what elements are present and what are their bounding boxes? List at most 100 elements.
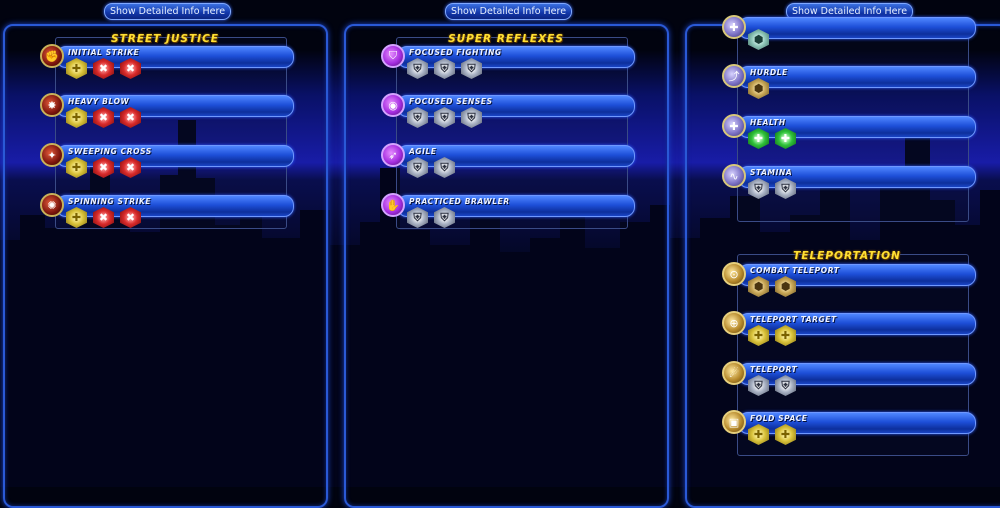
power-row[interactable]: ✸ HEAVY BLOW✚ ✖ ✖ [38, 93, 298, 128]
power-row[interactable]: ✦SWEEPING CROSS✚✖✖ [38, 143, 298, 178]
enhancement-slot-silver[interactable]: ⛨ [775, 375, 796, 396]
enhancement-slots: ⬢ [748, 78, 769, 99]
enhancement-slot-red[interactable]: ✖ [93, 207, 114, 228]
power-row[interactable]: ✋PRACTICED BRAWLER⛨⛨ [379, 193, 639, 228]
power-name: TELEPORT [750, 365, 798, 374]
teleport-icon[interactable]: ☄ [722, 361, 746, 385]
enhancement-slot-silver[interactable]: ⛨ [434, 157, 455, 178]
powerset-title: SUPER REFLEXES [448, 33, 564, 45]
enhancement-slot-red[interactable]: ✖ [120, 58, 141, 79]
powerset-title: STREET JUSTICE [111, 33, 219, 45]
enhancement-slot-silver[interactable]: ⛨ [434, 207, 455, 228]
brawler-icon[interactable]: ✋ [381, 193, 405, 217]
power-name: SPINNING STRIKE [68, 197, 152, 206]
enhancement-slot-silver[interactable]: ⛨ [407, 107, 428, 128]
enhancement-slot-green[interactable]: ✚ [748, 128, 769, 149]
shield-icon[interactable]: ⛉ [381, 44, 405, 68]
fold-space-icon[interactable]: ▣ [722, 410, 746, 434]
powerset-title: TELEPORTATION [793, 250, 901, 262]
enhancement-slot-yellow[interactable]: ✚ [66, 107, 87, 128]
power-name: TELEPORT TARGET [750, 315, 837, 324]
enhancement-slot-yellow[interactable]: ✚ [775, 424, 796, 445]
enhancement-slots: ✚✚ [748, 325, 796, 346]
impact-icon[interactable]: ✸ [40, 93, 64, 117]
fist-icon[interactable]: ✊ [40, 44, 64, 68]
sweep-icon[interactable]: ✦ [40, 143, 64, 167]
enhancement-slot-yellow[interactable]: ✚ [748, 424, 769, 445]
enhancement-slot-red[interactable]: ✖ [93, 58, 114, 79]
enhancement-slot-silver[interactable]: ⛨ [407, 207, 428, 228]
fitness-icon[interactable]: ✚ [722, 15, 746, 39]
enhancement-slot-red[interactable]: ✖ [93, 107, 114, 128]
enhancement-slots: ✚ ✖ ✖ [66, 107, 141, 128]
enhancement-slots: ✚ ✖ ✖ [66, 157, 141, 178]
enhancement-slot-silver[interactable]: ⛨ [434, 58, 455, 79]
power-name: HEALTH [750, 118, 786, 127]
enhancement-slot-silver[interactable]: ⛨ [775, 178, 796, 199]
power-row[interactable]: ✊INITIAL STRIKE✚✖✖ [38, 44, 298, 79]
spin-icon[interactable]: ✺ [40, 193, 64, 217]
power-row[interactable]: ☄TELEPORT⛨⛨ [720, 361, 980, 396]
enhancement-slot-silver[interactable]: ⛨ [748, 178, 769, 199]
dodge-icon[interactable]: ➶ [381, 143, 405, 167]
power-row[interactable]: ➶AGILE⛨⛨ [379, 143, 639, 178]
power-name: STAMINA [750, 168, 793, 177]
enhancement-slots: ⛨⛨ [407, 157, 455, 178]
enhancement-slot-green[interactable]: ✚ [775, 128, 796, 149]
enhancement-slots: ⬢ [748, 29, 769, 50]
power-row[interactable]: ⤴ HURDLE⬢ [720, 64, 980, 99]
enhancement-slot-silver[interactable]: ⛨ [434, 107, 455, 128]
enhancement-slot-silver[interactable]: ⛨ [748, 375, 769, 396]
enhancement-slot-red[interactable]: ✖ [120, 107, 141, 128]
power-row[interactable]: ◉ FOCUSED SENSES⛨ ⛨ ⛨ [379, 93, 639, 128]
enhancement-slot-yellow[interactable]: ✚ [748, 325, 769, 346]
teleport-target-icon[interactable]: ⊕ [722, 311, 746, 335]
power-name: AGILE [409, 147, 437, 156]
enhancement-slot-gold[interactable]: ⬢ [775, 276, 796, 297]
power-name: HURDLE [750, 68, 788, 77]
enhancement-slot-gold[interactable]: ⬢ [748, 276, 769, 297]
enhancement-slot-red[interactable]: ✖ [120, 157, 141, 178]
enhancement-slots: ✚ ✖ ✖ [66, 207, 141, 228]
power-row[interactable]: ✚⬢ [720, 15, 980, 50]
enhancement-slot-yellow[interactable]: ✚ [66, 157, 87, 178]
show-detailed-info-button[interactable]: Show Detailed Info Here [104, 3, 232, 20]
enhancement-slots: ✚✚ [748, 424, 796, 445]
enhancement-slot-silver[interactable]: ⛨ [461, 107, 482, 128]
enhancement-slots: ⛨ ⛨ ⛨ [407, 58, 482, 79]
enhancement-slots: ✚✚ [748, 128, 796, 149]
power-row[interactable]: ▣FOLD SPACE✚✚ [720, 410, 980, 445]
power-bar[interactable] [738, 17, 976, 39]
power-name: FOCUSED SENSES [409, 97, 493, 106]
power-row[interactable]: ∿STAMINA⛨⛨ [720, 164, 980, 199]
power-name: HEAVY BLOW [68, 97, 130, 106]
eye-icon[interactable]: ◉ [381, 93, 405, 117]
enhancement-slot-teal[interactable]: ⬢ [748, 29, 769, 50]
enhancement-slots: ⛨⛨ [748, 178, 796, 199]
enhancement-slots: ⬢⬢ [748, 276, 796, 297]
enhancement-slot-yellow[interactable]: ✚ [775, 325, 796, 346]
show-detailed-info-button[interactable]: Show Detailed Info Here [445, 3, 573, 20]
enhancement-slot-yellow[interactable]: ✚ [66, 207, 87, 228]
enhancement-slot-silver[interactable]: ⛨ [407, 157, 428, 178]
enhancement-slot-silver[interactable]: ⛨ [461, 58, 482, 79]
power-name: COMBAT TELEPORT [750, 266, 840, 275]
health-icon[interactable]: ✚ [722, 114, 746, 138]
enhancement-slot-gold[interactable]: ⬢ [748, 78, 769, 99]
power-row[interactable]: ⊙COMBAT TELEPORT⬢⬢ [720, 262, 980, 297]
combat-teleport-icon[interactable]: ⊙ [722, 262, 746, 286]
power-row[interactable]: ✺ SPINNING STRIKE✚ ✖ ✖ [38, 193, 298, 228]
enhancement-slots: ⛨ ⛨ ⛨ [407, 107, 482, 128]
enhancement-slots: ✚ ✖ ✖ [66, 58, 141, 79]
enhancement-slot-silver[interactable]: ⛨ [407, 58, 428, 79]
enhancement-slot-red[interactable]: ✖ [93, 157, 114, 178]
power-row[interactable]: ⛉FOCUSED FIGHTING⛨⛨⛨ [379, 44, 639, 79]
enhancement-slots: ⛨⛨ [407, 207, 455, 228]
enhancement-slot-red[interactable]: ✖ [120, 207, 141, 228]
enhancement-slots: ⛨⛨ [748, 375, 796, 396]
power-row[interactable]: ✚HEALTH✚✚ [720, 114, 980, 149]
enhancement-slot-yellow[interactable]: ✚ [66, 58, 87, 79]
stamina-icon[interactable]: ∿ [722, 164, 746, 188]
hurdle-icon[interactable]: ⤴ [722, 64, 746, 88]
power-row[interactable]: ⊕TELEPORT TARGET✚✚ [720, 311, 980, 346]
